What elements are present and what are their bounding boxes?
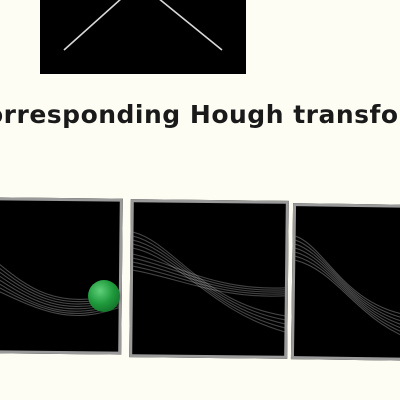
sinusoid-curve [133,235,285,321]
sinusoid-curve [295,255,400,337]
sinusoid-curve [133,239,285,325]
green-sphere-marker[interactable] [88,280,120,312]
input-edge-lines [63,0,223,51]
sinusoid-curve [133,253,285,289]
sinusoid-curve [132,269,285,297]
sinusoid-curve [295,243,400,325]
sinusoid-curve [133,247,285,333]
hough-panel-1 [0,197,123,355]
sinusoid-curve [133,265,285,295]
sinusoid-curve [295,235,400,317]
hough-panel-3 [290,203,400,361]
caption-text: orresponding Hough transform [0,100,400,129]
sinusoid-curve [295,259,400,341]
input-edge-image [40,0,246,74]
sinusoid-curve [0,289,119,317]
sinusoid-curve [133,257,285,291]
edge-line-left [63,0,121,51]
sinusoid-curve [295,251,400,333]
edge-line-right [159,0,223,51]
sinusoid-curve [133,231,285,317]
sinusoid-curve [133,261,285,293]
hough-curves-3 [295,235,400,341]
hough-curves-2 [132,231,285,333]
hough-panel-2 [129,199,289,359]
sinusoid-curve [295,239,400,321]
sinusoid-curve [133,243,285,329]
sinusoid-curve [295,247,400,329]
hough-curves-1 [0,261,119,317]
